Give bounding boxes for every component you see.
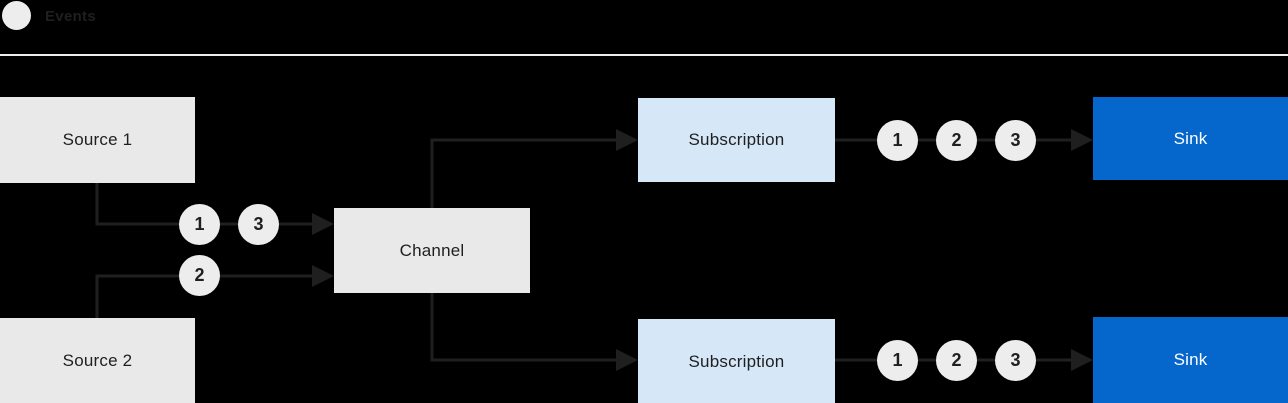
arrowhead-icon <box>1071 129 1093 151</box>
node-sink-top-label: Sink <box>1173 128 1208 148</box>
node-channel: Channel <box>334 208 530 293</box>
node-subscription-bottom-label: Subscription <box>688 351 785 371</box>
event-badge: 1 <box>877 120 918 161</box>
node-sink-bottom: Sink <box>1093 317 1288 403</box>
arrowhead-icon <box>616 129 638 151</box>
node-source-1: Source 1 <box>0 97 195 183</box>
node-source-2: Source 2 <box>0 318 195 403</box>
node-channel-label: Channel <box>399 240 465 260</box>
event-badge: 3 <box>238 204 279 245</box>
arrowhead-icon <box>616 349 638 371</box>
node-sink-top: Sink <box>1093 97 1288 180</box>
event-badge: 1 <box>877 340 918 381</box>
connector-channel-subscription-bottom <box>430 293 618 362</box>
arrowhead-icon <box>1071 349 1093 371</box>
connector-source2-channel <box>95 274 314 318</box>
node-subscription-top-label: Subscription <box>688 130 785 149</box>
arrowhead-icon <box>312 265 334 287</box>
arrowhead-icon <box>312 213 334 235</box>
node-subscription-top: Subscription <box>638 98 835 182</box>
node-subscription-bottom: Subscription <box>638 319 835 403</box>
event-badge: 1 <box>179 204 220 245</box>
event-badge: 2 <box>179 255 220 296</box>
event-badge: 3 <box>995 340 1036 381</box>
node-source-1-label: Source 1 <box>62 130 133 149</box>
events-legend-dot-icon <box>2 1 31 30</box>
event-badge: 2 <box>936 340 977 381</box>
events-legend-label: Events <box>45 8 96 25</box>
connector-channel-subscription-top <box>430 138 618 208</box>
node-source-2-label: Source 2 <box>62 351 133 370</box>
header-divider <box>0 54 1288 56</box>
event-badge: 3 <box>995 120 1036 161</box>
node-sink-bottom-label: Sink <box>1173 350 1208 369</box>
event-badge: 2 <box>936 120 977 161</box>
